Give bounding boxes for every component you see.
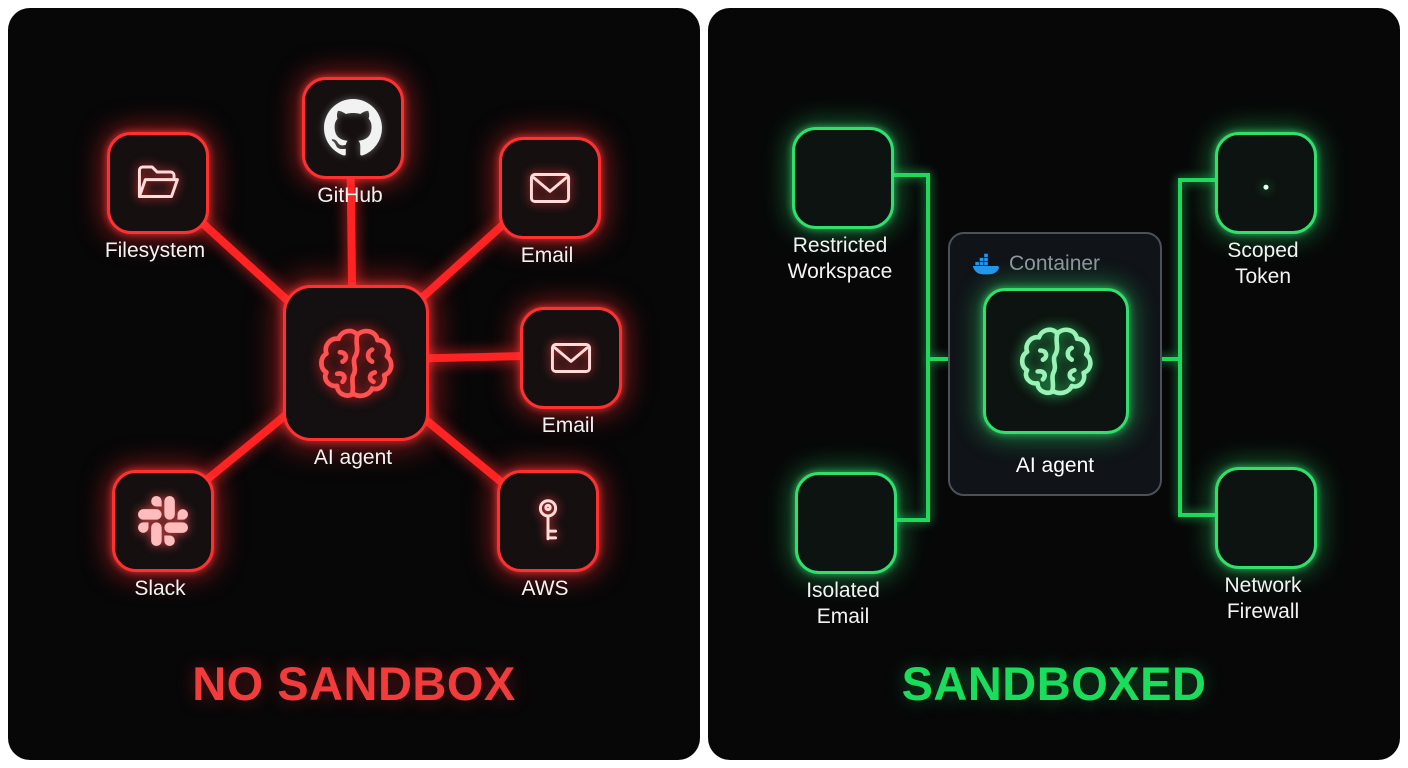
ai-agent-node [283,285,429,441]
node-label-aws: AWS [521,577,569,600]
node-github [302,77,404,179]
node-email-2 [520,307,622,409]
node-filesystem [107,132,209,234]
folder-icon [816,151,870,205]
node-aws [497,470,599,572]
container-header: Container [972,252,1100,276]
lock-icon [1239,156,1293,210]
container-label: Container [1009,252,1101,275]
sandboxed-panel: Restricted Workspace Scoped Token Isolat… [708,8,1400,760]
folder-icon [131,156,185,210]
node-label-ai-agent: AI agent [313,446,393,469]
node-label-filesystem: Filesystem [104,239,206,262]
node-label-email-1: Email [520,244,574,267]
node-isolated-email [795,472,897,574]
node-email-1 [499,137,601,239]
node-label-github: GitHub [317,184,383,207]
shield-icon [1239,491,1293,545]
envelope-icon [819,496,873,550]
key-icon [521,494,575,548]
node-restricted-workspace [792,127,894,229]
docker-icon [972,253,1000,275]
node-network-firewall [1215,467,1317,569]
envelope-icon [523,161,577,215]
node-label-slack: Slack [134,577,186,600]
sandboxed-title: SANDBOXED [901,657,1207,710]
node-label-scoped-token: Scoped Token [1227,239,1299,289]
ai-agent-node [983,288,1129,434]
github-icon [324,99,382,157]
node-label-network-firewall: Network Firewall [1224,574,1302,624]
slack-icon [138,496,188,546]
container-box: Container AI agent [948,232,1162,496]
no-sandbox-title: NO SANDBOX [192,657,516,710]
brain-icon [1014,319,1098,403]
node-label-email-2: Email [541,414,595,437]
no-sandbox-panel: Filesystem GitHub Email Email [8,8,700,760]
node-label-ai-agent: AI agent [1015,454,1095,477]
brain-icon [313,320,399,406]
envelope-icon [544,331,598,385]
node-scoped-token [1215,132,1317,234]
node-label-restricted-workspace: Restricted Workspace [787,234,893,284]
node-label-isolated-email: Isolated Email [806,579,880,629]
node-slack [112,470,214,572]
